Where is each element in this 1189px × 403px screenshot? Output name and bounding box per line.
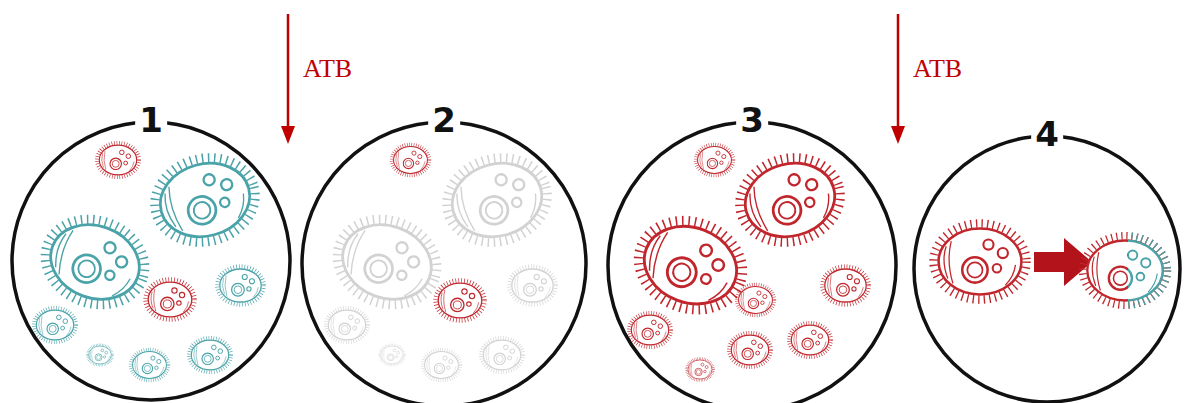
dead-bacterium xyxy=(437,147,557,254)
bacterium xyxy=(1128,236,1167,305)
circle-outline xyxy=(10,120,292,402)
step-number: 1 xyxy=(135,103,167,137)
antibiotic-label: ATB xyxy=(303,56,352,82)
step-number: 4 xyxy=(1031,117,1063,151)
circle-border xyxy=(12,122,290,400)
antibiotic-arrow xyxy=(891,14,905,144)
bacterium xyxy=(217,266,264,304)
bacterium xyxy=(934,223,1027,299)
antibiotic-arrow xyxy=(281,14,295,144)
bacterium xyxy=(131,349,169,380)
bacterium xyxy=(737,284,775,315)
bacterium xyxy=(392,144,430,175)
circle-border xyxy=(914,136,1180,402)
dead-bacterium xyxy=(326,308,368,342)
step-number: 2 xyxy=(428,103,460,137)
bacterium xyxy=(730,147,850,254)
arrow-head xyxy=(281,126,295,144)
culture-circle: 2 xyxy=(300,120,588,403)
bacterium xyxy=(97,143,139,177)
arrow-shaft xyxy=(287,14,290,128)
arrow-head xyxy=(891,126,905,144)
culture-circle: 4 xyxy=(912,134,1182,403)
bacteria-group xyxy=(325,144,557,380)
dead-bacterium xyxy=(509,266,556,304)
bacterium xyxy=(687,358,714,380)
bacteria-group xyxy=(626,144,869,380)
bacterium xyxy=(146,279,195,319)
bacterium xyxy=(189,338,231,372)
bacterium xyxy=(33,206,157,319)
bacterium xyxy=(729,333,771,367)
step-number: 3 xyxy=(736,103,768,137)
circle-border xyxy=(302,122,586,403)
dead-bacterium xyxy=(379,345,404,366)
bacterium xyxy=(34,308,76,342)
transfer-arrow xyxy=(1034,238,1092,286)
dead-bacterium xyxy=(423,349,461,380)
bacterium xyxy=(436,280,485,320)
dead-bacterium xyxy=(481,338,523,372)
dead-bacterium xyxy=(325,206,449,319)
bacteria-group xyxy=(33,143,265,381)
circle-outline xyxy=(300,120,588,403)
circle-border xyxy=(608,122,896,403)
arrow-shaft xyxy=(897,14,900,128)
bacteria-group xyxy=(934,223,1168,305)
bacterium xyxy=(1083,236,1168,305)
culture-circle: 1 xyxy=(10,120,292,402)
bacterium xyxy=(629,313,671,347)
bacterium xyxy=(87,345,112,366)
bacterium xyxy=(626,206,755,323)
culture-circle: 3 xyxy=(606,120,898,403)
bacterium xyxy=(789,323,831,357)
antibiotic-label: ATB xyxy=(913,56,962,82)
bacterium-half xyxy=(1128,236,1167,305)
circle-outline xyxy=(606,120,898,403)
circle-outline xyxy=(912,134,1182,403)
bacterium xyxy=(696,144,734,175)
bacterium xyxy=(822,266,869,304)
